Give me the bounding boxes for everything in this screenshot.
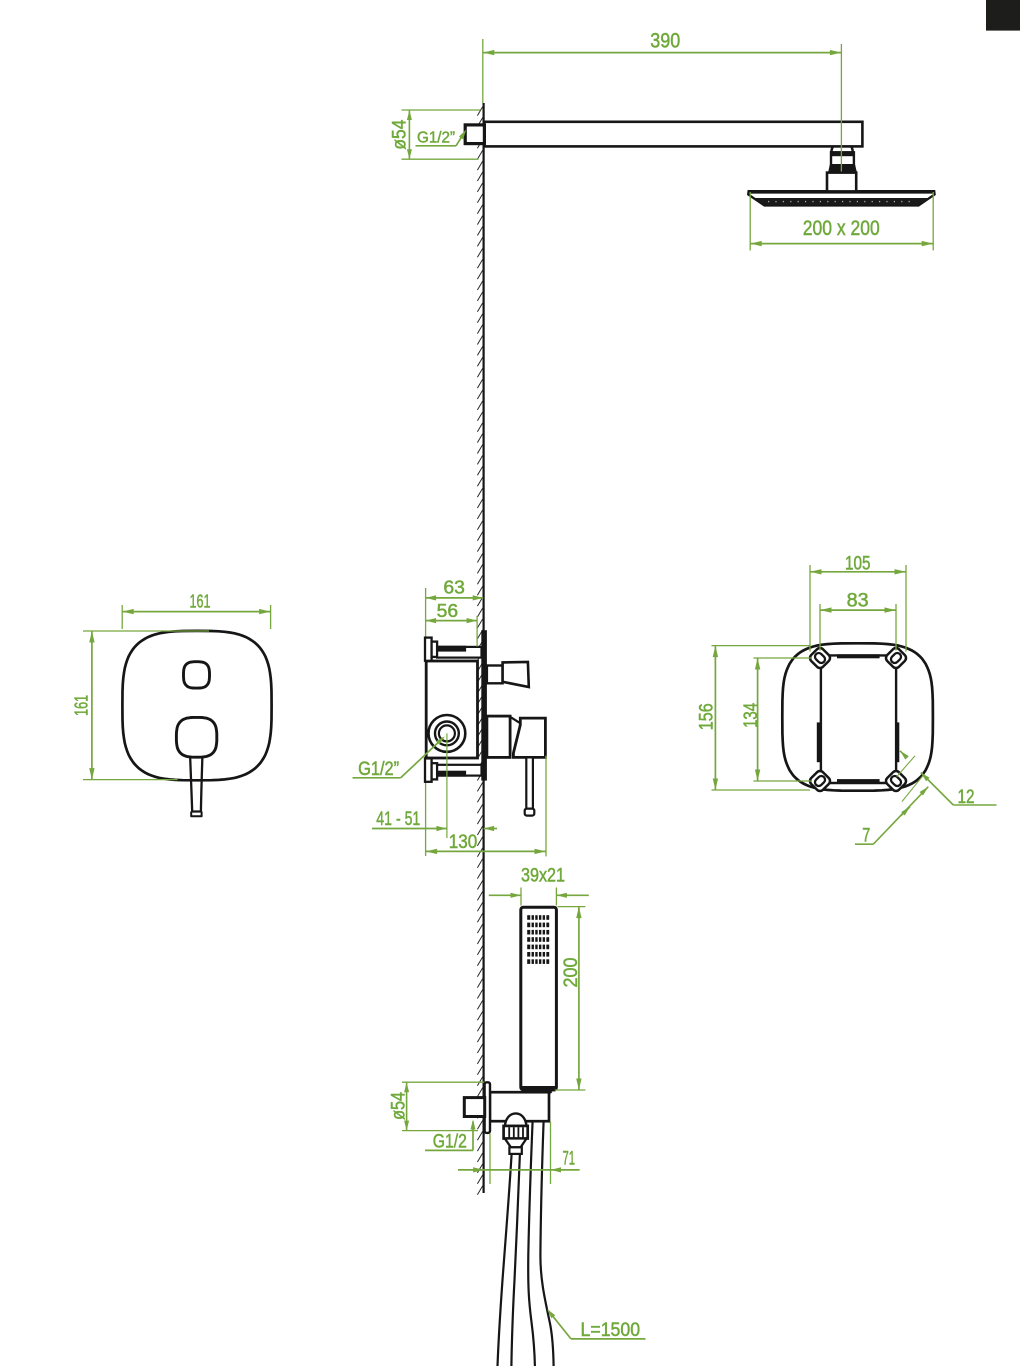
- svg-text:ø54: ø54: [389, 1092, 410, 1120]
- svg-text:71: 71: [563, 1149, 576, 1170]
- svg-text:7: 7: [862, 826, 870, 847]
- svg-text:130: 130: [449, 832, 478, 853]
- svg-text:161: 161: [71, 695, 92, 716]
- svg-text:200: 200: [561, 958, 582, 988]
- svg-text:G1/2”: G1/2”: [417, 130, 455, 147]
- svg-text:G1/2: G1/2: [433, 1131, 467, 1152]
- svg-text:ø54: ø54: [389, 119, 410, 149]
- svg-text:G1/2”: G1/2”: [358, 759, 399, 780]
- svg-text:200 x 200: 200 x 200: [803, 217, 880, 240]
- svg-text:12: 12: [958, 787, 975, 808]
- svg-text:56: 56: [437, 600, 459, 621]
- svg-text:L=1500: L=1500: [581, 1320, 641, 1341]
- svg-text:83: 83: [847, 590, 869, 611]
- svg-text:390: 390: [650, 30, 680, 53]
- svg-text:105: 105: [845, 554, 871, 575]
- svg-text:134: 134: [741, 703, 762, 728]
- svg-text:39x21: 39x21: [521, 866, 565, 887]
- svg-text:156: 156: [697, 703, 718, 730]
- svg-text:41 - 51: 41 - 51: [376, 809, 420, 830]
- svg-text:161: 161: [190, 591, 211, 612]
- svg-text:63: 63: [443, 577, 465, 598]
